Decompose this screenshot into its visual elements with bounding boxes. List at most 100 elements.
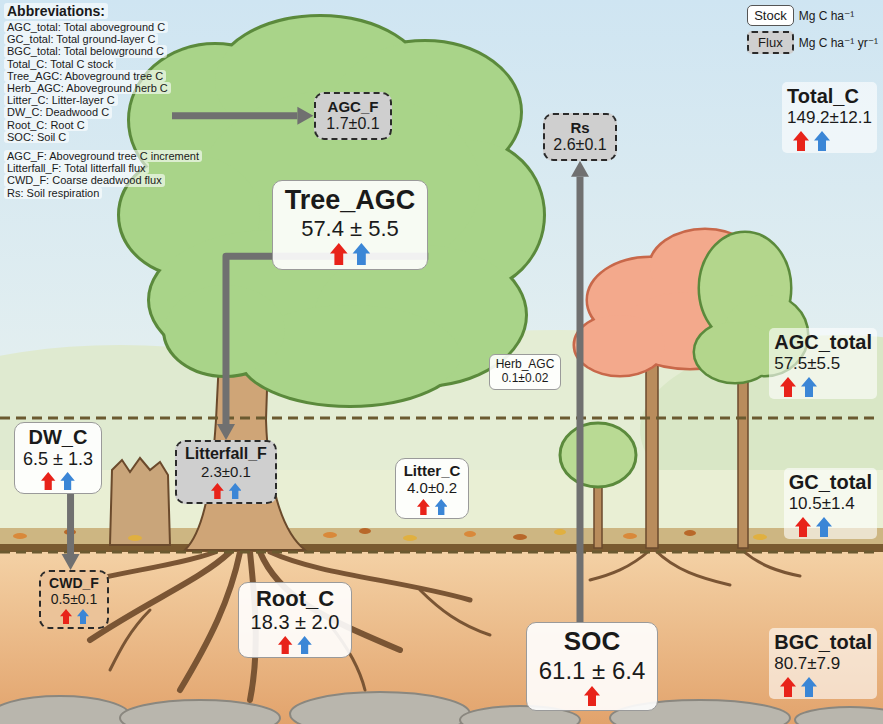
leaf [513,534,527,540]
root [180,552,240,690]
node-value: 4.0±0.2 [404,479,461,496]
flux-connector [217,256,428,440]
leaf [753,534,767,540]
stock-box: Litter_C4.0±0.2 [395,458,470,519]
node-value: 61.1 ± 6.4 [539,657,646,685]
change-arrows [417,499,448,515]
blue-arrow [814,131,830,151]
root [655,550,730,585]
legend: StockMg C ha⁻¹FluxMg C ha⁻¹ yr⁻¹ [747,5,878,54]
change-arrows [278,636,312,654]
abbreviation-entry: BGC_total: Total belowground C [4,45,167,57]
root [110,610,150,670]
rock [290,692,470,724]
flux-connector [571,161,589,622]
leaf [13,533,27,539]
change-arrows [330,243,370,265]
pool-name: BGC_total [774,630,872,654]
red-arrow [330,243,348,265]
blue-arrow [801,677,817,697]
pool-name: GC_total [789,470,872,494]
stock-box: SOC61.1 ± 6.4 [526,622,659,711]
unit-label: Mg C ha⁻¹ [799,9,878,23]
abbreviation-entry: SOC: Soil C [4,131,69,143]
root [590,550,650,580]
blue-arrow [60,472,74,490]
blue-arrow [297,636,311,654]
change-arrows [211,483,242,499]
pool-value: 10.5±1.4 [789,494,855,514]
pool-value: 57.5±5.5 [774,354,840,374]
layer-divider [0,551,880,554]
pool-value: 80.7±7.9 [774,654,840,674]
canopy [120,17,543,405]
leaf [359,528,371,534]
change-arrows [780,677,817,697]
abbreviation-entry: AGC_F: Aboveground tree C increment [4,150,202,162]
blue-arrow [801,377,817,397]
leaf [323,532,337,538]
abbreviation-heading: Abbreviations: [4,3,108,19]
ground-layer-summary: GC_total10.5±1.4 [784,468,877,539]
red-arrow [41,472,55,490]
increment-arrow-line [172,112,297,119]
abbreviation-entry: Herb_AGC: Aboveground herb C [4,82,171,94]
blue-arrow [228,483,241,499]
abbreviation-entry: Total_C: Total C stock [4,58,116,70]
increment-arrow [172,107,313,125]
node-name: Litter_C [404,462,461,479]
blue-arrow [435,499,448,515]
aboveground-summary: AGC_total57.5±5.5 [769,328,877,399]
abbreviation-entry: CWD_F: Coarse deadwood flux [4,174,165,186]
stock-box: Tree_AGC57.4 ± 5.5 [272,180,429,270]
change-arrows [60,609,89,624]
root [742,550,800,576]
flux-connector [62,494,80,570]
change-arrows [780,377,817,397]
pool-name: AGC_total [774,330,872,354]
rocks [0,692,883,724]
blue-arrow [353,243,371,265]
fallen-leaves [13,528,767,541]
connector-line [67,494,74,554]
abbreviation-entry: Litter_C: Litter-layer C [4,94,118,106]
stock-box: DW_C6.5 ± 1.3 [14,422,102,494]
tree-stump [110,458,170,545]
flux-box: Litterfall_F2.3±0.1 [175,440,277,504]
flux-box: CWD_F0.5±0.1 [39,570,109,629]
unit-label: Mg C ha⁻¹ yr⁻¹ [799,36,878,50]
pool-value: 149.2±12.1 [787,108,872,128]
connector-head [217,424,235,440]
red-arrow [780,677,796,697]
red-arrow [584,686,600,706]
blue-arrow [816,517,832,537]
leaf [128,535,142,541]
total-summary: Total_C149.2±12.1 [782,82,877,153]
leaf [554,529,566,535]
node-name: Tree_AGC [285,185,416,216]
canopy-outline [120,17,543,405]
layer-divider [0,417,880,420]
connector-head [571,161,589,177]
flux-box: Rs2.6±0.1 [543,113,616,161]
change-arrows [584,686,600,706]
small-tree [560,423,636,487]
roots [70,550,800,700]
rock [120,700,280,724]
node-name: CWD_F [49,575,99,591]
node-value: 2.3±0.1 [185,463,267,480]
abbreviation-entry: Tree_AGC: Aboveground tree C [4,70,166,82]
red-arrow [780,377,796,397]
abbreviation-entry: Root_C: Root C [4,119,88,131]
node-value: 57.4 ± 5.5 [285,216,416,241]
node-name: Rs [553,119,606,136]
abbreviation-entry: GC_total: Total ground-layer C [4,33,158,45]
change-arrows [41,472,75,490]
increment-arrow-head [297,107,313,125]
root [420,590,490,635]
node-name: Litterfall_F [185,445,267,463]
node-value: 0.1±0.02 [496,372,555,386]
abbreviation-list: Abbreviations:AGC_total: Total abovegrou… [4,3,202,199]
